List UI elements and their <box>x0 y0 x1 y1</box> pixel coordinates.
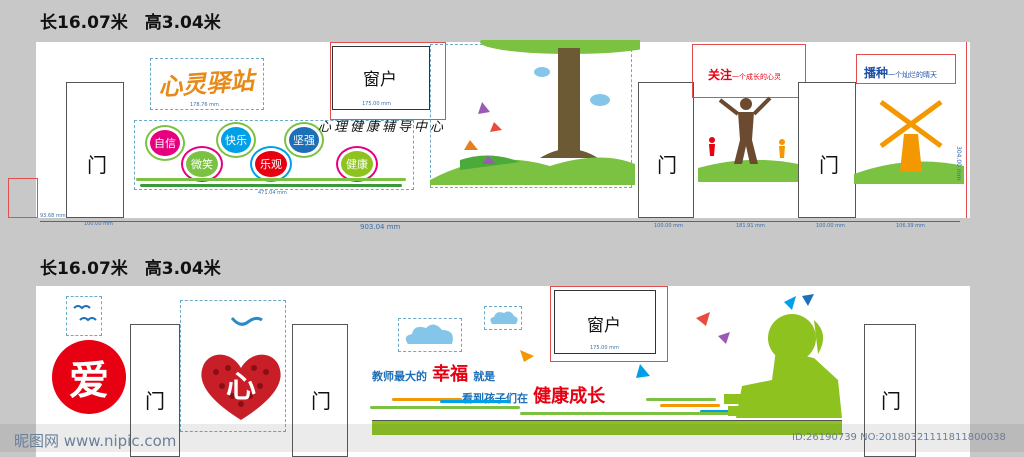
height-dim-label: 304.00 mm <box>955 146 962 181</box>
blue-stripe <box>440 400 510 403</box>
tree-scene <box>430 40 640 185</box>
door-label: 门 <box>145 389 165 413</box>
green-stripe <box>370 406 520 409</box>
guide-box <box>550 286 668 362</box>
door-label: 门 <box>87 153 107 177</box>
slogan-text: 就是 <box>473 370 496 383</box>
bubble-optimistic: 乐观 <box>252 148 290 180</box>
love-circle: 爱 <box>52 340 126 414</box>
panel1-title: 关注一个成长的心灵 <box>708 64 781 83</box>
wall1-title: 长16.07米 高3.04米 <box>40 13 221 33</box>
guide-box <box>692 44 806 98</box>
wall2-door-3: 门 <box>864 324 916 457</box>
green-stripe <box>136 178 406 181</box>
window-label: 窗户 <box>363 70 397 90</box>
bubble-smile: 微笑 <box>183 148 221 180</box>
heart-roses-icon <box>201 354 281 420</box>
bubble-confidence: 自信 <box>147 127 183 159</box>
bubbles-guide <box>134 120 414 190</box>
watermark-bar <box>0 424 1024 452</box>
wall1-window: 窗户 <box>332 46 430 110</box>
door-label: 门 <box>657 153 677 177</box>
height-dim-line <box>966 42 967 218</box>
cloud-guide <box>484 306 522 330</box>
green-floor-band <box>372 420 842 435</box>
heart-character: 心 <box>226 370 256 405</box>
watermark-id: ID:26190739 NO:20180321111811800038 <box>792 432 1006 443</box>
panel1-title-sub: 一个成长的心灵 <box>732 73 782 81</box>
orange-stripe <box>660 404 720 407</box>
wall2-title: 长16.07米 高3.04米 <box>40 259 221 279</box>
teacher-slogan-line1: 教师最大的 幸福 就是 <box>372 360 495 386</box>
dim-label: 93.68 mm <box>40 213 66 219</box>
window-dim: 175.00 mm <box>362 101 391 107</box>
reading-girl-silhouette <box>724 314 842 418</box>
cloud-icon <box>490 311 518 324</box>
windmill-scene <box>854 99 964 184</box>
panel2-title-sub: 一个灿烂的晴天 <box>888 71 938 79</box>
bubble-strong: 坚强 <box>286 124 322 156</box>
window-label: 窗户 <box>587 316 621 336</box>
door-label: 门 <box>881 389 901 413</box>
dimension-line <box>40 221 960 222</box>
guide-box <box>8 178 38 218</box>
slogan-highlight: 健康成长 <box>533 386 606 407</box>
dim-label: 100.00 mm <box>816 223 845 229</box>
bird-icons <box>520 350 650 378</box>
guide-box <box>330 42 446 120</box>
love-character: 爱 <box>69 357 109 404</box>
slogan-highlight: 幸福 <box>432 364 469 385</box>
wall1-door-middle: 门 <box>638 82 694 218</box>
bubble-happy: 快乐 <box>218 124 254 156</box>
dim-label: 471.04 mm <box>258 190 287 196</box>
heart-station-logo: 心灵驿站 <box>157 65 256 102</box>
door-label: 门 <box>819 153 839 177</box>
wall1-door-right: 门 <box>798 82 856 218</box>
dim-label: 181.91 mm <box>736 223 765 229</box>
child-silhouettes-scene <box>698 96 798 182</box>
guide-box <box>856 54 956 84</box>
wall2-door-2: 门 <box>292 324 348 457</box>
cloud-guide <box>398 318 462 352</box>
slogan-text: 教师最大的 <box>372 370 427 383</box>
slogan-counseling-center: 心理健康辅导中心 <box>318 120 447 135</box>
bubble-health: 健康 <box>338 148 376 180</box>
dim-label: 178.76 mm <box>190 102 219 108</box>
green-stripe <box>646 398 716 401</box>
heart-guide <box>180 300 286 432</box>
logo-guide <box>150 58 264 110</box>
birds-icon <box>73 305 97 322</box>
cloud-icon <box>405 324 453 344</box>
panel2-title: 播种一个灿烂的晴天 <box>864 62 937 81</box>
panel2-title-main: 播种 <box>864 66 889 80</box>
wall2-window: 窗户 <box>554 290 656 354</box>
total-width-label: 903.04 mm <box>360 223 401 231</box>
dim-label: 106.39 mm <box>896 223 925 229</box>
dim-label: 100.00 mm <box>654 223 683 229</box>
dim-label: 100.00 mm <box>84 221 113 227</box>
orange-stripe <box>392 398 462 401</box>
birds-guide <box>66 296 102 336</box>
door-label: 门 <box>311 389 331 413</box>
wall1-door-left: 门 <box>66 82 124 218</box>
birds-icon <box>230 316 263 326</box>
green-stripe <box>140 184 402 187</box>
slogan-text: 看到孩子们在 <box>462 392 528 405</box>
green-stripe <box>520 412 740 415</box>
window-dim: 175.00 mm <box>590 345 619 351</box>
watermark-site: 昵图网 www.nipic.com <box>14 432 177 450</box>
panel1-title-main: 关注 <box>708 68 733 82</box>
origami-birds-icon <box>696 294 814 344</box>
